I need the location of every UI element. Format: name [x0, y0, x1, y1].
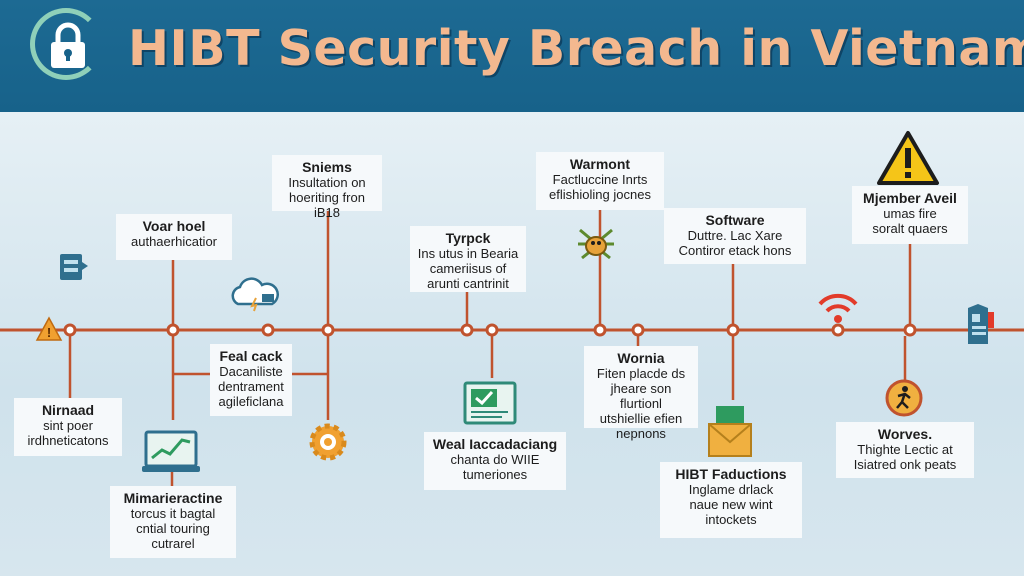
- timeline-nodes: [63, 323, 917, 337]
- timeline-node: [460, 323, 474, 337]
- envelope-icon: [708, 406, 752, 457]
- event-heading: Worves.: [877, 426, 933, 442]
- timeline-node: [166, 323, 180, 337]
- event-heading: Feal cack: [219, 348, 283, 364]
- event-card: Nirnaad sint poer irdhneticatons: [14, 398, 122, 456]
- event-card: Mimarieractine torcus it bagtal cntial t…: [110, 486, 236, 558]
- event-card: Mjember Aveil umas fire soralt quaers: [852, 186, 968, 244]
- timeline-node: [485, 323, 499, 337]
- event-heading: Voar hoel: [142, 218, 206, 234]
- event-card: Voar hoel authaerhicatior: [116, 214, 232, 260]
- event-heading: HIBT Faductions: [675, 466, 787, 482]
- hazard-person-icon: [885, 379, 923, 417]
- wifi-signal-icon: [818, 293, 858, 323]
- event-text: Ins utus in Bearia cameriisus of arunti …: [417, 246, 519, 291]
- timeline-node: [321, 323, 335, 337]
- event-text: Factluccine Inrts eflishioling jocnes: [549, 172, 651, 202]
- document-icon: [968, 304, 994, 344]
- event-card: HIBT Faductions Inglame drlack naue new …: [660, 462, 802, 538]
- lock-icon: [51, 22, 85, 68]
- event-card: Tyrpck Ins utus in Bearia cameriisus of …: [410, 226, 526, 292]
- timeline-node: [631, 323, 645, 337]
- event-card: Sniems Insultation on hoeriting fron iB1…: [272, 155, 382, 220]
- timeline-node: [63, 323, 77, 337]
- event-heading: Tyrpck: [445, 230, 491, 246]
- event-heading: Mimarieractine: [123, 490, 223, 506]
- event-text: Dacaniliste dentrament agileficlana: [218, 364, 284, 409]
- cloud-icon: [231, 277, 279, 312]
- timeline-node: [903, 323, 917, 337]
- event-heading: Mjember Aveil: [863, 190, 957, 206]
- event-heading: Nirnaad: [41, 402, 95, 418]
- event-text: umas fire soralt quaers: [872, 206, 948, 236]
- event-text: sint poer irdhneticatons: [27, 418, 109, 448]
- event-heading: Weal Iaccadaciang: [432, 436, 558, 452]
- event-card: Warmont Factluccine Inrts eflishioling j…: [536, 152, 664, 210]
- event-text: Insultation on hoeriting fron iB18: [288, 175, 366, 220]
- event-card: Wornia Fiten placde ds jheare son flurti…: [584, 346, 698, 441]
- event-card: Feal cack Dacaniliste dentrament agilefi…: [210, 344, 292, 416]
- spider-icon: [578, 228, 614, 260]
- timeline-node: [831, 323, 845, 337]
- event-card: Worves. Thighte Lectic at Isiatred onk p…: [836, 422, 974, 478]
- connector-lines: [68, 208, 912, 488]
- warning-icon: [877, 131, 939, 185]
- timeline-node: [261, 323, 275, 337]
- event-card: Software Duttre. Lac Xare Contiror etack…: [664, 208, 806, 264]
- event-text: authaerhicatior: [131, 234, 217, 249]
- timeline-node: [593, 323, 607, 337]
- svg-text:!: !: [47, 325, 51, 340]
- event-text: Duttre. Lac Xare Contiror etack hons: [678, 228, 792, 258]
- event-text: Inglame drlack naue new wint intockets: [688, 482, 774, 527]
- event-text: Fiten placde ds jheare son flurtionl uts…: [596, 366, 686, 441]
- laptop-chart-icon: [142, 430, 200, 472]
- event-heading: Warmont: [569, 156, 631, 172]
- warning-icon: !: [35, 316, 63, 341]
- event-text: torcus it bagtal cntial touring cutrarel: [130, 506, 216, 551]
- event-heading: Sniems: [302, 159, 352, 175]
- event-card: Weal Iaccadaciang chanta do WIIE tumerio…: [424, 432, 566, 490]
- server-icon: [60, 254, 88, 280]
- page-title: HIBT Security Breach in Vietnam: [128, 20, 1024, 77]
- event-heading: Software: [705, 212, 765, 228]
- lock-ring: [30, 8, 102, 80]
- gear-icon: [309, 423, 347, 461]
- timeline-node: [726, 323, 740, 337]
- event-text: Thighte Lectic at Isiatred onk peats: [853, 442, 957, 472]
- document-check-icon: [463, 381, 517, 425]
- header-bar: HIBT Security Breach in Vietnam: [0, 0, 1024, 112]
- event-text: chanta do WIIE tumeriones: [450, 452, 540, 482]
- event-heading: Wornia: [617, 350, 665, 366]
